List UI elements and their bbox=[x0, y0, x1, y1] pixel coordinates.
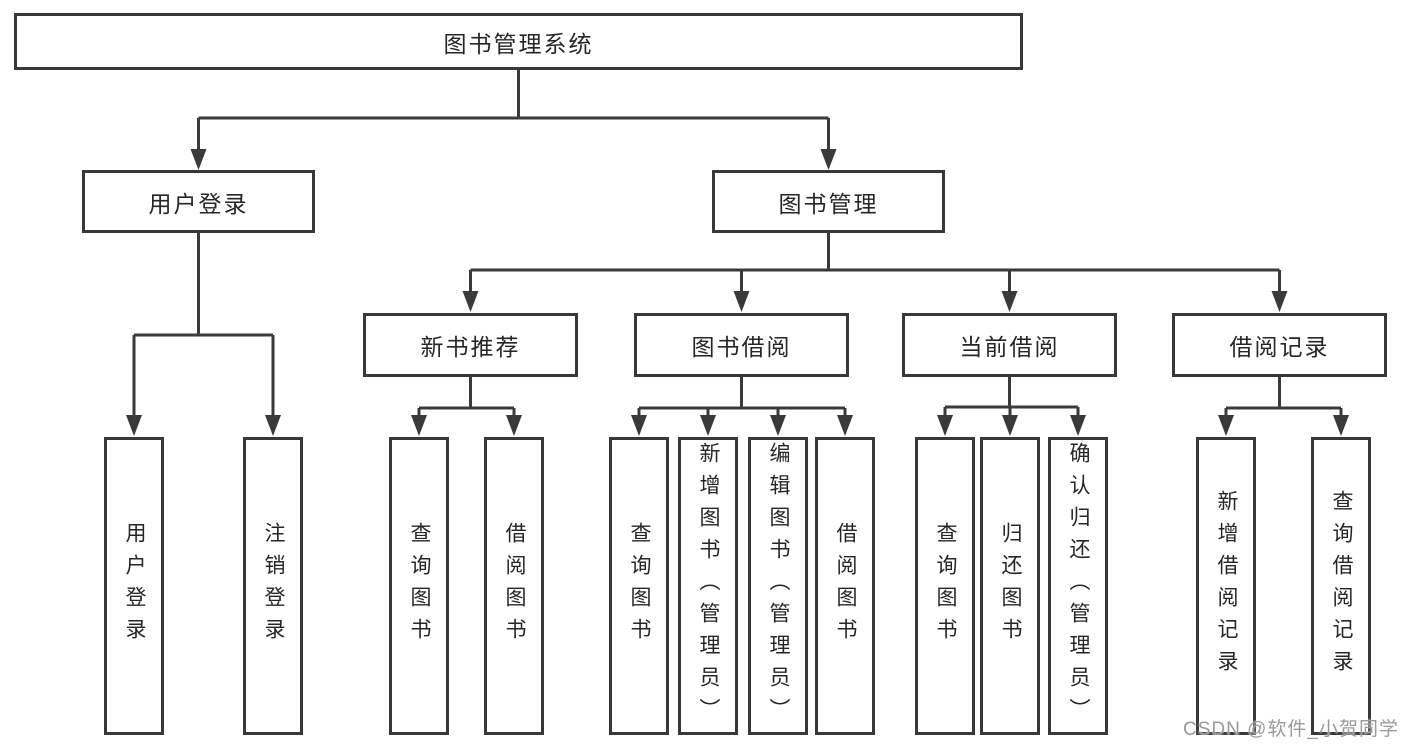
leaf-add-book-admin-label: 新增图书（管理员） bbox=[697, 442, 720, 730]
leaf-add-borrow-record: 新增借阅记录 bbox=[1196, 437, 1256, 735]
leaf-confirm-return-admin: 确认归还（管理员） bbox=[1048, 437, 1108, 735]
leaf-user-login: 用户登录 bbox=[104, 437, 164, 735]
node-new-book-recommendation: 新书推荐 bbox=[363, 313, 578, 377]
connector-path bbox=[132, 70, 1343, 420]
leaf-query-books-recommend-label: 查询图书 bbox=[408, 522, 431, 650]
leaf-query-books-current-label: 查询图书 bbox=[934, 522, 957, 650]
node-borrowing-records: 借阅记录 bbox=[1172, 313, 1387, 377]
leaf-add-book-admin: 新增图书（管理员） bbox=[678, 437, 738, 735]
leaf-query-borrow-record-label: 查询借阅记录 bbox=[1330, 490, 1353, 682]
leaf-return-books: 归还图书 bbox=[980, 437, 1040, 735]
leaf-add-borrow-record-label: 新增借阅记录 bbox=[1215, 490, 1238, 682]
node-library-system-label: 图书管理系统 bbox=[443, 30, 594, 57]
leaf-query-books-borrow: 查询图书 bbox=[609, 437, 669, 735]
node-borrowing-records-label: 借阅记录 bbox=[1229, 334, 1330, 360]
leaf-return-books-label: 归还图书 bbox=[999, 522, 1022, 650]
leaf-user-login-label: 用户登录 bbox=[123, 522, 146, 650]
node-library-system: 图书管理系统 bbox=[14, 13, 1023, 70]
leaf-query-books-borrow-label: 查询图书 bbox=[628, 522, 651, 650]
node-user-login-label: 用户登录 bbox=[148, 190, 249, 217]
node-new-book-recommendation-label: 新书推荐 bbox=[420, 334, 521, 360]
leaf-confirm-return-admin-label: 确认归还（管理员） bbox=[1067, 442, 1090, 730]
node-current-borrowing-label: 当前借阅 bbox=[959, 334, 1060, 360]
node-user-login: 用户登录 bbox=[82, 170, 315, 233]
leaf-query-books-recommend: 查询图书 bbox=[389, 437, 449, 735]
leaf-borrow-books-borrow: 借阅图书 bbox=[815, 437, 875, 735]
watermark-text: CSDN @软件_小贺同学 bbox=[1183, 719, 1399, 740]
leaf-edit-book-admin-label: 编辑图书（管理员） bbox=[767, 442, 790, 730]
node-book-management: 图书管理 bbox=[712, 170, 945, 233]
leaf-logout: 注销登录 bbox=[243, 437, 303, 735]
leaf-borrow-books-recommend: 借阅图书 bbox=[484, 437, 544, 735]
leaf-query-borrow-record: 查询借阅记录 bbox=[1311, 437, 1371, 735]
leaf-edit-book-admin: 编辑图书（管理员） bbox=[748, 437, 808, 735]
node-book-borrowing-label: 图书借阅 bbox=[691, 334, 792, 360]
leaf-borrow-books-borrow-label: 借阅图书 bbox=[834, 522, 857, 650]
node-current-borrowing: 当前借阅 bbox=[902, 313, 1117, 377]
arrowheads bbox=[126, 149, 1349, 436]
leaf-logout-label: 注销登录 bbox=[262, 522, 285, 650]
node-book-borrowing: 图书借阅 bbox=[634, 313, 849, 377]
leaf-query-books-current: 查询图书 bbox=[915, 437, 975, 735]
node-book-management-label: 图书管理 bbox=[778, 190, 879, 217]
leaf-borrow-books-recommend-label: 借阅图书 bbox=[503, 522, 526, 650]
